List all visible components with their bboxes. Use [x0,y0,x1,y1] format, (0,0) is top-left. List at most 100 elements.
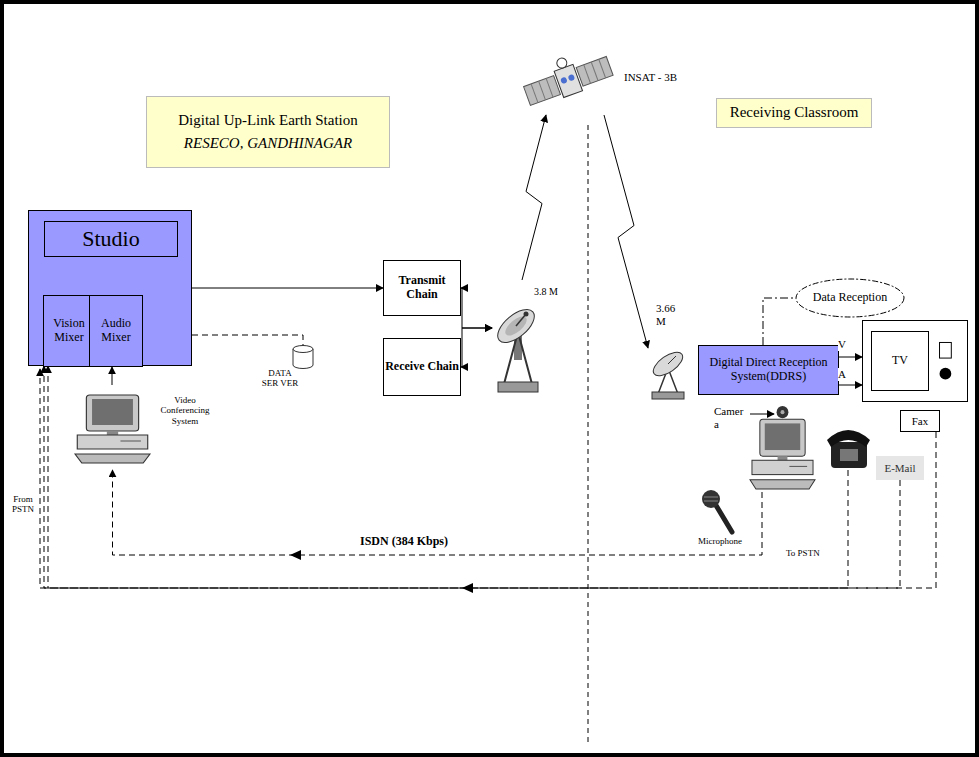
note-label: From PSTN [8,494,38,515]
node-label: Studio [44,221,178,257]
panel-grid [546,78,553,97]
drive-slot [789,466,807,467]
computer-icon: Video Conferencing System [75,385,150,470]
cpu-case [752,460,813,474]
node-art [75,385,150,470]
satellite-art [519,43,615,109]
node-label: Transmit Chain [384,274,460,302]
node-art [700,488,736,534]
feed-horn [524,312,529,317]
computer-icon: Camer a [750,405,815,492]
node-label: Digital Direct Reception System(DDRS) [699,356,838,384]
title-box: Digital Up-Link Earth StationRESECO, GAN… [146,96,390,168]
node-label: 3.66 M [656,302,686,327]
process-box: Transmit Chain [383,260,461,316]
keyboard [75,454,150,463]
node-label: E-Mail [884,462,915,475]
node-label: INSAT - 3B [624,71,704,84]
telephone-keypad [840,449,858,461]
panel-grid [539,81,546,100]
node-label: TV [871,331,929,391]
connector [839,385,862,386]
antenna-dish [568,74,576,82]
node-art [292,345,314,369]
panel-grid [599,59,606,78]
panel-grid [531,84,538,103]
connector [113,470,763,555]
receiver-box: Digital Direct Reception System(DDRS) [698,345,839,395]
panel-grid [591,62,598,81]
monitor [86,395,138,431]
screen [92,399,133,425]
drive-slot [120,441,140,442]
node-label: Digital Up-Link Earth Station [178,112,358,129]
node-art [522,45,614,115]
panel-grid [584,65,591,84]
process-box: Receive Chain [383,338,461,396]
tv-control [940,342,952,358]
data-server: DATA SER VER [292,345,314,369]
node-label: Receiving Classroom [730,104,859,121]
node-label: 3.8 M [534,286,568,298]
connector [48,366,936,588]
node-art [750,405,815,492]
camera-icon [777,406,789,418]
email-box: E-Mail [876,456,924,480]
keyboard [750,480,815,489]
feed-arm [668,356,676,364]
telephone-base [831,442,867,468]
cpu-case [77,435,147,449]
dish-antenna: 3.8 M [492,280,548,395]
dish-inner [502,313,530,339]
leader-line [750,414,774,415]
note-label: To PSTN [786,548,820,558]
node-label: Camer a [714,405,746,430]
monitor-neck [778,456,788,460]
connector [192,335,303,345]
connector [604,115,648,348]
connector [44,366,900,588]
connector [522,115,546,280]
mic-grill [704,501,718,502]
connector [839,357,862,358]
mixer-box: Audio Mixer [89,295,143,367]
data-ellipse: Data Reception [795,278,905,318]
connector [461,328,492,367]
camera-lens [781,410,785,414]
node-label: DATA SER VER [260,368,300,389]
node-label: RESECO, GANDHINAGAR [184,135,352,152]
telephone-line [40,369,848,588]
dish-base [652,392,684,399]
node-label: Data Reception [813,291,887,305]
monitor-neck [107,431,118,435]
mixer-box: Vision Mixer [43,295,95,367]
node-label: Microphone [698,536,750,546]
edge-label: A [838,368,846,381]
solar-panel [576,56,613,86]
edge-label: V [838,338,846,351]
title-box: Receiving Classroom [716,98,872,128]
node-art [863,321,967,401]
node-art [492,280,548,395]
dish-base [498,382,538,392]
node-label: Audio Mixer [90,317,142,345]
dish-reflector [649,348,686,381]
edge-label: ISDN (384 Kbps) [360,535,448,549]
microphone-icon: Microphone [700,488,736,534]
divider-line [588,125,589,745]
antenna-dish [555,57,568,70]
connector [763,298,795,345]
mic-grill [704,497,718,498]
solar-panel [524,76,561,106]
monitor [760,419,805,456]
connector [461,288,492,328]
node-label: Video Conferencing System [157,395,213,426]
antenna-dish [560,77,568,85]
connector [112,367,113,385]
dish-reflector [492,303,540,348]
mic-head [702,490,720,508]
cylinder-top [293,346,313,353]
connector [192,288,383,289]
dish-antenna: 3.66 M [648,340,692,400]
